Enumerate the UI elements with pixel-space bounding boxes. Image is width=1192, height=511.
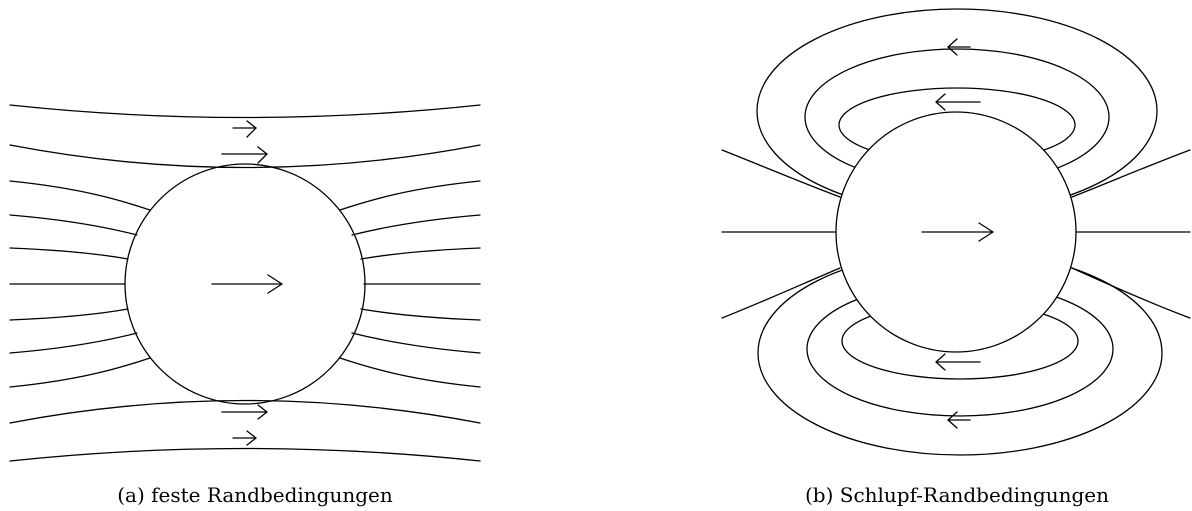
streamline	[9, 332, 138, 354]
streamline	[1071, 149, 1191, 198]
streamline	[9, 357, 151, 388]
streamline	[1071, 267, 1191, 319]
panel-b: (b) Schlupf-Randbedingungen	[721, 8, 1191, 507]
streamline	[721, 267, 841, 319]
streamline	[351, 214, 481, 236]
streamline	[9, 104, 481, 119]
motion-arrow-b	[921, 222, 994, 242]
streamline	[9, 447, 481, 462]
streamline	[351, 332, 481, 354]
streamline	[9, 399, 481, 424]
streamline	[721, 149, 841, 198]
flow-arrow	[947, 411, 971, 429]
streamline	[9, 144, 481, 169]
streamline	[339, 180, 481, 211]
flow-arrow	[221, 404, 268, 420]
flow-arrow	[935, 93, 981, 111]
sphere-a	[124, 163, 366, 405]
caption-a: (a) feste Randbedingungen	[117, 483, 393, 507]
streamline	[360, 247, 481, 260]
flow-arrows-b	[935, 38, 981, 429]
streamline	[9, 308, 129, 321]
streamline	[360, 308, 481, 321]
streamlines-a	[9, 104, 481, 462]
panel-a: (a) feste Randbedingungen	[9, 104, 481, 507]
flow-arrow	[935, 353, 981, 371]
streamline	[339, 357, 481, 388]
streamline	[9, 247, 129, 260]
streamline	[9, 214, 138, 236]
flow-arrow	[232, 430, 257, 446]
streamline	[9, 180, 151, 211]
caption-b: (b) Schlupf-Randbedingungen	[805, 483, 1109, 507]
flow-arrows-a	[221, 120, 268, 446]
flow-arrow	[947, 38, 971, 56]
motion-arrow-a	[211, 274, 283, 294]
flow-arrow	[221, 146, 268, 164]
flow-arrow	[232, 120, 257, 138]
